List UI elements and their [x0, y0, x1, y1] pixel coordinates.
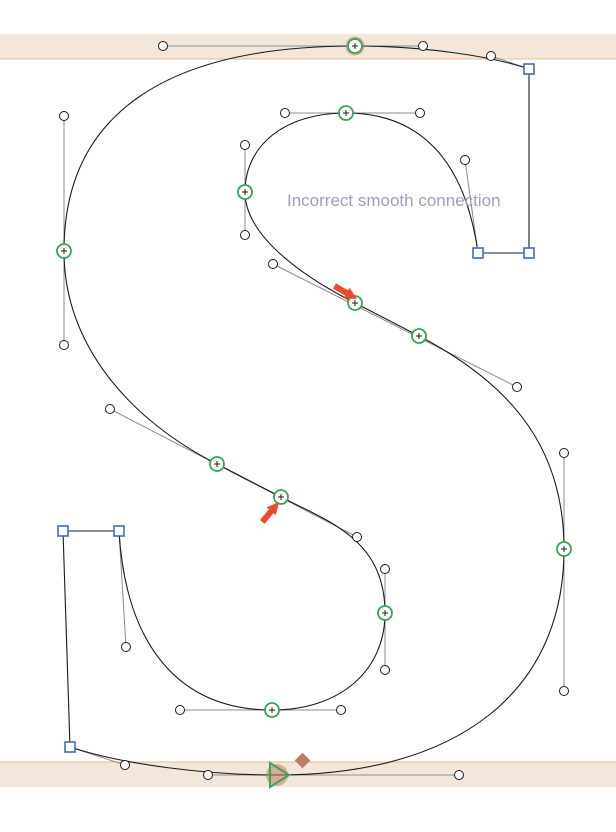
glyph-s-outline — [62, 45, 565, 776]
warning-arrows — [259, 283, 357, 524]
corner-point[interactable] — [113, 525, 125, 537]
smooth-point[interactable] — [56, 243, 72, 259]
handle-point[interactable] — [454, 770, 464, 780]
handle-point[interactable] — [240, 230, 250, 240]
handle-point[interactable] — [559, 448, 569, 458]
handle-point[interactable] — [415, 108, 425, 118]
handle-point[interactable] — [380, 564, 390, 574]
smooth-point[interactable] — [273, 489, 289, 505]
corner-point[interactable] — [523, 247, 535, 259]
corner-point[interactable] — [57, 525, 69, 537]
smooth-point[interactable] — [237, 184, 253, 200]
handle-point[interactable] — [418, 41, 428, 51]
handle-point[interactable] — [280, 108, 290, 118]
handle-line — [272, 263, 518, 388]
handle-point[interactable] — [105, 404, 115, 414]
handle-point[interactable] — [460, 155, 470, 165]
metric-bands — [0, 34, 616, 787]
smooth-point[interactable] — [556, 541, 572, 557]
start-point-halo — [266, 764, 288, 786]
smooth-point[interactable] — [411, 328, 427, 344]
handle-point[interactable] — [380, 665, 390, 675]
handle-point[interactable] — [175, 705, 185, 715]
handle-point[interactable] — [59, 111, 69, 121]
outer-contour[interactable] — [62, 45, 565, 776]
handle-point[interactable] — [240, 140, 250, 150]
smooth-point[interactable] — [338, 105, 354, 121]
handle-points — [59, 41, 569, 780]
arrow-pointer-icon — [259, 502, 279, 524]
handle-point[interactable] — [59, 340, 69, 350]
arrow-pointer-icon — [332, 283, 357, 299]
handle-point[interactable] — [121, 642, 131, 652]
annotation-label: Incorrect smooth connection — [287, 191, 501, 210]
handle-point[interactable] — [512, 382, 522, 392]
handle-point[interactable] — [158, 41, 168, 51]
handle-point[interactable] — [559, 686, 569, 696]
corner-points — [57, 63, 535, 753]
corner-point[interactable] — [523, 63, 535, 75]
corner-point[interactable] — [472, 247, 484, 259]
handle-point[interactable] — [120, 760, 130, 770]
smooth-point[interactable] — [264, 702, 280, 718]
handle-point[interactable] — [486, 51, 496, 61]
corner-point[interactable] — [64, 741, 76, 753]
smooth-point[interactable] — [209, 456, 225, 472]
smooth-points — [56, 36, 572, 718]
handle-point[interactable] — [203, 770, 213, 780]
smooth-point[interactable] — [347, 38, 363, 54]
smooth-point[interactable] — [377, 605, 393, 621]
handle-point[interactable] — [352, 532, 362, 542]
handle-point[interactable] — [336, 705, 346, 715]
handle-point[interactable] — [268, 259, 278, 269]
start-direction-triangle[interactable] — [269, 761, 291, 789]
